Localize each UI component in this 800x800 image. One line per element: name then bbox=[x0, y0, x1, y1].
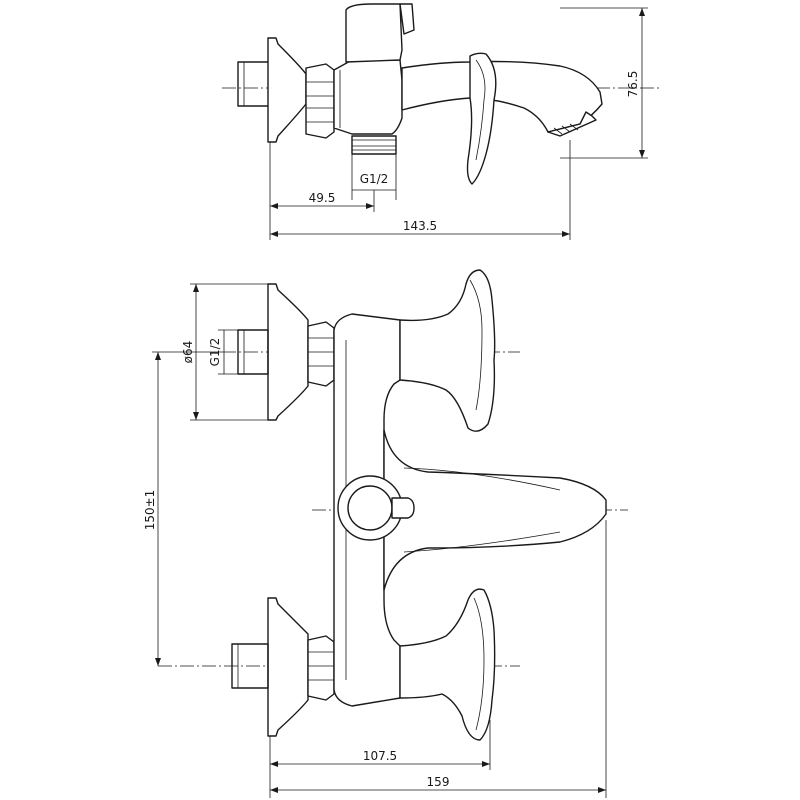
upper-handle bbox=[399, 269, 496, 432]
dim-height-label: 76.5 bbox=[626, 71, 640, 98]
upper-escutcheon bbox=[267, 283, 309, 421]
dim-overall-depth-label: 159 bbox=[427, 775, 450, 789]
lower-escutcheon bbox=[267, 597, 309, 737]
side-spout bbox=[401, 60, 603, 133]
side-diverter-knob bbox=[345, 3, 403, 63]
side-outlet-thread bbox=[351, 135, 397, 155]
front-spout bbox=[383, 429, 607, 591]
front-view: ø64 G1/2 150±1 107.5 159 bbox=[143, 269, 628, 798]
lower-handle bbox=[399, 588, 496, 741]
dim-length-label: 143.5 bbox=[403, 219, 437, 233]
lower-hex-nut bbox=[307, 635, 335, 701]
side-inlet-stub bbox=[237, 61, 271, 107]
upper-hex-nut bbox=[307, 321, 335, 387]
side-hex-nut bbox=[305, 63, 335, 139]
lower-inlet-thread bbox=[231, 643, 269, 689]
diverter-knob-inner bbox=[347, 485, 393, 531]
upper-inlet-thread bbox=[237, 329, 269, 375]
side-view: 76.5 G1/2 49.5 143.5 bbox=[222, 3, 660, 240]
dim-inlet-label: 49.5 bbox=[309, 191, 336, 205]
outlet-thread-label: G1/2 bbox=[360, 172, 389, 186]
dim-center-distance-label: 150±1 bbox=[143, 490, 157, 531]
side-aerator bbox=[547, 111, 597, 137]
side-handle-blade bbox=[466, 52, 497, 185]
dim-depth-handle-label: 107.5 bbox=[363, 749, 397, 763]
diverter-lever-tab bbox=[391, 497, 415, 519]
side-body bbox=[333, 59, 403, 135]
side-diverter-tab bbox=[399, 3, 415, 35]
side-escutcheon bbox=[267, 37, 307, 143]
